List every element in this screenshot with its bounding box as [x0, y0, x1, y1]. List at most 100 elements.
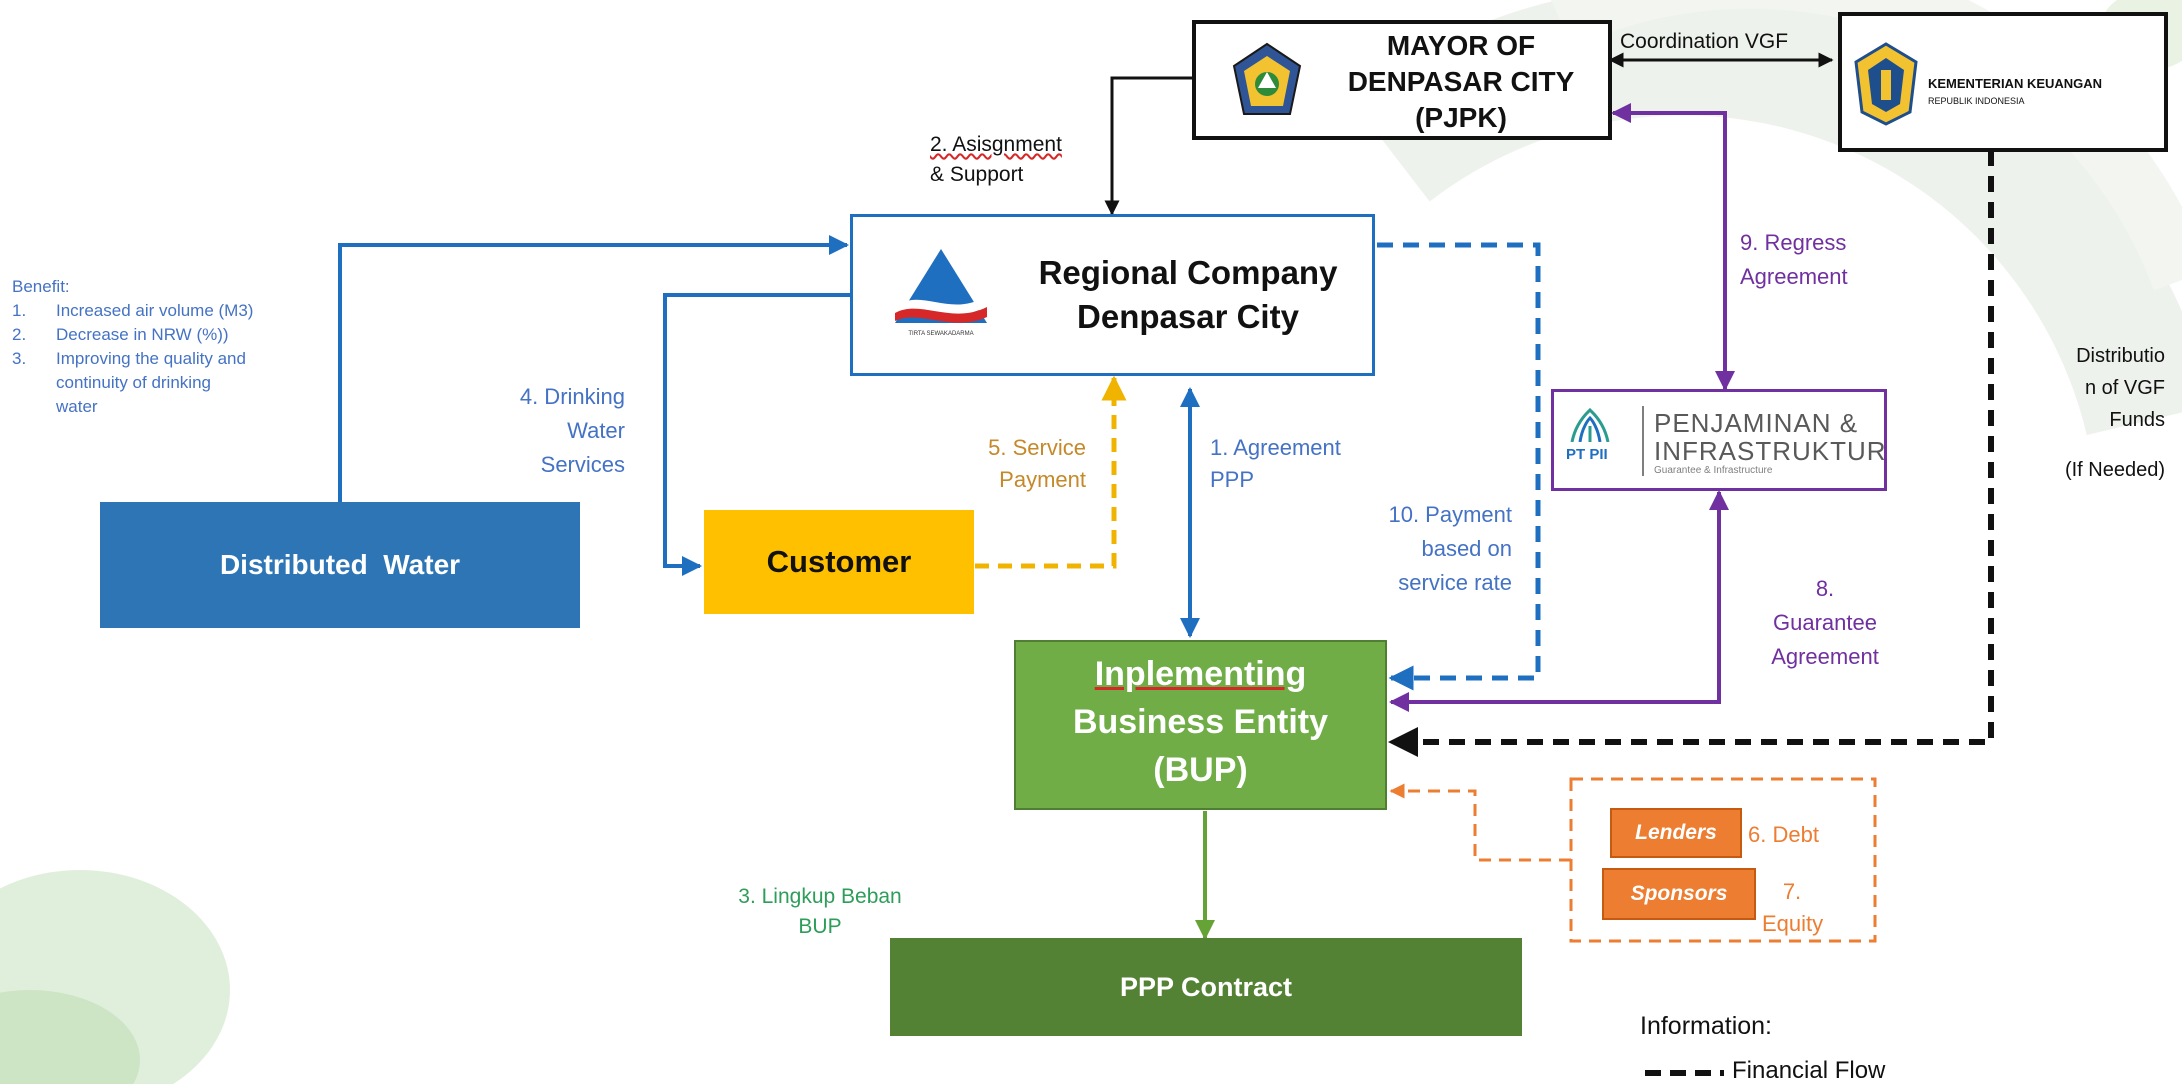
regional-label: Regional Company Denpasar City [1013, 251, 1363, 339]
benefit-item-num: 1. [12, 301, 27, 320]
distribution-line4: (If Needed) [2064, 459, 2165, 481]
edge-distribution-vgf [1388, 150, 1994, 757]
benefit-list: Benefit: 1. Increased air volume (M3) 2. D… [12, 275, 342, 419]
node-ppp-contract: PPP Contract [890, 938, 1522, 1036]
edge-payment-service-rate [1377, 242, 1541, 691]
bup-line1: Inplementing [1094, 655, 1307, 693]
payment-rate-line2: based on [1421, 536, 1512, 561]
benefit-item-num: 3. [12, 349, 27, 368]
bup-line2: Business Entity [1072, 703, 1329, 741]
ptpii-divider [1642, 406, 1644, 476]
benefit-item-num: 2. [12, 325, 27, 344]
sponsors-label: Sponsors [1630, 882, 1728, 905]
drinking-line1: 4. Drinking [519, 384, 625, 409]
benefit-item-text: continuity of drinking [56, 373, 211, 392]
customer-label: Customer [766, 544, 912, 579]
benefit-item-text: Improving the quality and [56, 349, 246, 368]
label-regress-agreement: 9. Regress Agreement [1740, 226, 1848, 294]
kemenkeu-line2: REPUBLIK INDONESIA [1928, 96, 2025, 106]
legend-title: Information: [1640, 1012, 1773, 1040]
edge-debt-equity [1389, 783, 1571, 862]
distribution-line2: n of VGF [2084, 377, 2165, 399]
watercolor-decoration-2 [0, 990, 140, 1084]
lingkup-line1: 3. Lingkup Beban [738, 885, 902, 908]
label-agreement-ppp: 1. Agreement PPP [1210, 432, 1341, 496]
lingkup-line2: BUP [798, 915, 842, 938]
benefit-item-text: Decrease in NRW (%)) [56, 325, 229, 344]
label-drinking-water: 4. Drinking Water Services [470, 380, 625, 482]
kemenkeu-line1: KEMENTERIAN KEUANGAN [1928, 76, 2103, 91]
label-equity: 7. Equity [1762, 876, 1824, 940]
drinking-line2: Water [567, 418, 625, 443]
benefit-item: 1. Increased air volume (M3) [12, 299, 342, 323]
kemenkeu-emblem-icon [1854, 42, 1918, 126]
service-payment-line1: 5. Service [988, 435, 1086, 460]
benefit-item: water [12, 395, 342, 419]
edge-drinking-water-services [663, 293, 850, 576]
node-kemenkeu: KEMENTERIAN KEUANGAN REPUBLIK INDONESIA [1838, 12, 2168, 152]
mayor-line3: (PJPK) [1415, 102, 1507, 133]
node-mayor: MAYOR OF DENPASAR CITY (PJPK) [1192, 20, 1612, 140]
label-payment-service-rate: 10. Payment based on service rate [1350, 498, 1512, 600]
bup-line3: (BUP) [1153, 751, 1248, 789]
label-guarantee-agreement: 8. Guarantee Agreement [1740, 572, 1910, 674]
denpasar-emblem-icon [1232, 42, 1302, 115]
node-regional-company: TIRTA SEWAKADARMA Regional Company Denpa… [850, 214, 1375, 376]
payment-rate-line3: service rate [1398, 570, 1512, 595]
regional-logo-caption: TIRTA SEWAKADARMA [908, 331, 974, 337]
label-assignment-support: 2. Asisgnment & Support [930, 130, 1062, 190]
benefit-item-num [12, 395, 56, 419]
node-bup: Inplementing Business Entity (BUP) [1014, 640, 1387, 810]
node-customer: Customer [704, 510, 974, 614]
node-ptpii: PT PII PENJAMINAN & INFRASTRUKTUR Guaran… [1551, 389, 1887, 491]
label-coordination-vgf: Coordination VGF [1620, 30, 1789, 53]
guarantee-line3: Agreement [1771, 644, 1879, 669]
distribution-line3: Funds [2109, 409, 2165, 431]
edge-assignment-support [1104, 76, 1192, 216]
equity-line2: Equity [1762, 911, 1824, 936]
mayor-line2: DENPASAR CITY [1347, 66, 1575, 97]
payment-rate-line1: 10. Payment [1388, 502, 1512, 527]
benefit-title: Benefit: [12, 277, 70, 296]
distributed-water-label: Distributed Water [219, 549, 461, 580]
benefit-item-text: water [56, 397, 98, 416]
equity-line1: 7. [1782, 879, 1802, 904]
service-payment-line2: Payment [999, 467, 1086, 492]
ptpii-logo-text: PT PII [1566, 446, 1608, 463]
assignment-line1: 2. Asisgnment [930, 133, 1062, 156]
drinking-line3: Services [540, 452, 625, 477]
node-lenders: Lenders [1610, 808, 1742, 858]
ptpii-logo-icon [1570, 408, 1610, 442]
benefit-item: 2. Decrease in NRW (%)) [12, 323, 342, 347]
edge-guarantee-agreement [1389, 490, 1729, 712]
lenders-label: Lenders [1635, 821, 1717, 844]
benefit-item: continuity of drinking [12, 371, 342, 395]
node-distributed-water: Distributed Water [100, 502, 580, 628]
agreement-line1: 1. Agreement [1210, 435, 1341, 460]
guarantee-line1: 8. [1815, 576, 1835, 601]
mayor-label: MAYOR OF DENPASAR CITY (PJPK) [1316, 28, 1606, 136]
regional-line1: Regional Company [1038, 254, 1338, 291]
node-sponsors: Sponsors [1602, 868, 1756, 920]
ppp-contract-label: PPP Contract [1119, 971, 1293, 1002]
regional-line2: Denpasar City [1077, 298, 1299, 335]
benefit-item-text: Increased air volume (M3) [56, 301, 254, 320]
regress-line1: 9. Regress [1740, 230, 1847, 255]
edge-water-to-regional [338, 235, 849, 502]
benefit-item: 3. Improving the quality and [12, 347, 342, 371]
label-distribution-vgf: Distributio n of VGF Funds (If Needed) [2000, 340, 2165, 486]
ptpii-line3: Guarantee & Infrastructure [1654, 465, 1773, 476]
agreement-line2: PPP [1210, 467, 1255, 492]
ptpii-line1: PENJAMINAN & [1654, 408, 1859, 438]
ptpii-line2: INFRASTRUKTUR [1654, 436, 1887, 466]
mayor-line1: MAYOR OF [1386, 30, 1536, 61]
label-lingkup-beban: 3. Lingkup Beban BUP [710, 882, 930, 942]
label-service-payment: 5. Service Payment [938, 432, 1086, 496]
distribution-line1: Distributio [2076, 345, 2165, 367]
edge-service-payment [975, 375, 1127, 569]
guarantee-line2: Guarantee [1773, 610, 1877, 635]
regress-line2: Agreement [1740, 264, 1848, 289]
edge-regress-agreement [1611, 103, 1735, 391]
tirta-sewakadarma-logo-icon [895, 249, 987, 323]
